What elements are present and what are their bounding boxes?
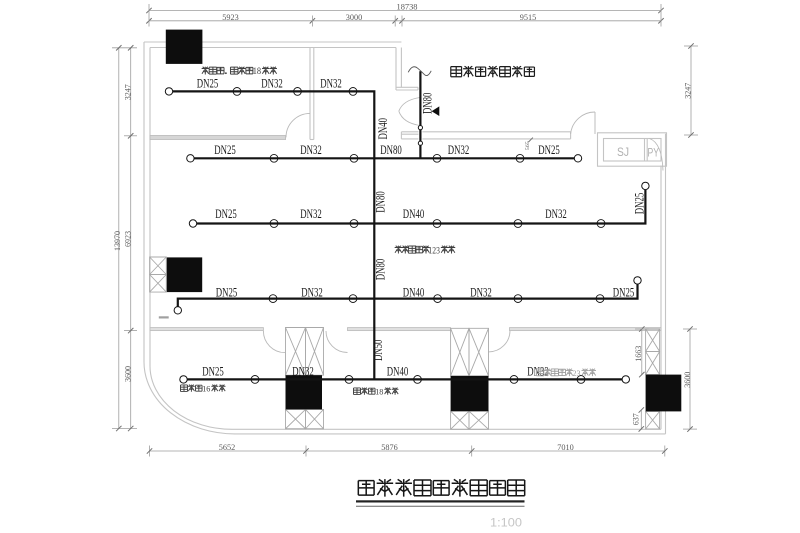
svg-text:1663: 1663 <box>634 346 643 362</box>
svg-text:3000: 3000 <box>346 13 363 22</box>
svg-text:DN80: DN80 <box>373 259 387 281</box>
svg-text:DN80: DN80 <box>380 143 402 157</box>
svg-text:DN40: DN40 <box>376 118 390 140</box>
svg-text:5923: 5923 <box>222 13 239 22</box>
svg-text:DN32: DN32 <box>292 364 314 378</box>
svg-text:18: 18 <box>375 388 383 397</box>
svg-text:DN40: DN40 <box>387 364 409 378</box>
svg-text:DN25: DN25 <box>632 193 646 215</box>
svg-text:16: 16 <box>202 385 210 394</box>
svg-text:DN32: DN32 <box>300 207 322 221</box>
svg-text:565: 565 <box>525 141 531 150</box>
svg-text:DN80: DN80 <box>420 93 434 115</box>
svg-text:DN40: DN40 <box>403 286 425 300</box>
svg-text:3247: 3247 <box>684 83 693 99</box>
svg-text:DN80: DN80 <box>373 191 387 213</box>
svg-text:13970: 13970 <box>113 231 122 251</box>
svg-text:23: 23 <box>573 368 582 378</box>
svg-text:DN32: DN32 <box>470 286 492 300</box>
svg-text:1:100: 1:100 <box>490 516 522 530</box>
svg-text:123: 123 <box>429 245 441 255</box>
svg-text:DN40: DN40 <box>403 207 425 221</box>
svg-text:DN32: DN32 <box>261 77 283 91</box>
svg-text:DN32: DN32 <box>301 286 323 300</box>
svg-text:DN25: DN25 <box>216 286 238 300</box>
svg-text:5876: 5876 <box>381 443 398 452</box>
svg-text:9515: 9515 <box>520 13 537 22</box>
svg-text:DN25: DN25 <box>197 77 219 91</box>
svg-text:5652: 5652 <box>219 443 236 452</box>
svg-text:18738: 18738 <box>397 3 418 12</box>
svg-text:DN25: DN25 <box>214 143 236 157</box>
svg-text:DN50: DN50 <box>371 340 385 362</box>
svg-text:DN25: DN25 <box>613 286 635 300</box>
svg-text:3247: 3247 <box>123 84 132 100</box>
svg-text:3600: 3600 <box>123 366 132 382</box>
svg-text:PY: PY <box>648 148 660 160</box>
svg-text:637: 637 <box>631 413 640 425</box>
svg-text:DN32: DN32 <box>545 207 567 221</box>
svg-text:SJ: SJ <box>617 147 629 159</box>
svg-text:DN32: DN32 <box>320 77 342 91</box>
svg-text:18: 18 <box>253 66 262 76</box>
svg-text:3600: 3600 <box>683 372 692 388</box>
svg-text:DN32: DN32 <box>300 143 322 157</box>
svg-text:DN32: DN32 <box>448 143 470 157</box>
svg-text:7010: 7010 <box>557 443 574 452</box>
svg-text:DN25: DN25 <box>215 207 237 221</box>
svg-text:DN25: DN25 <box>538 143 560 157</box>
svg-text:6923: 6923 <box>123 231 132 247</box>
svg-text:DN25: DN25 <box>202 364 224 378</box>
